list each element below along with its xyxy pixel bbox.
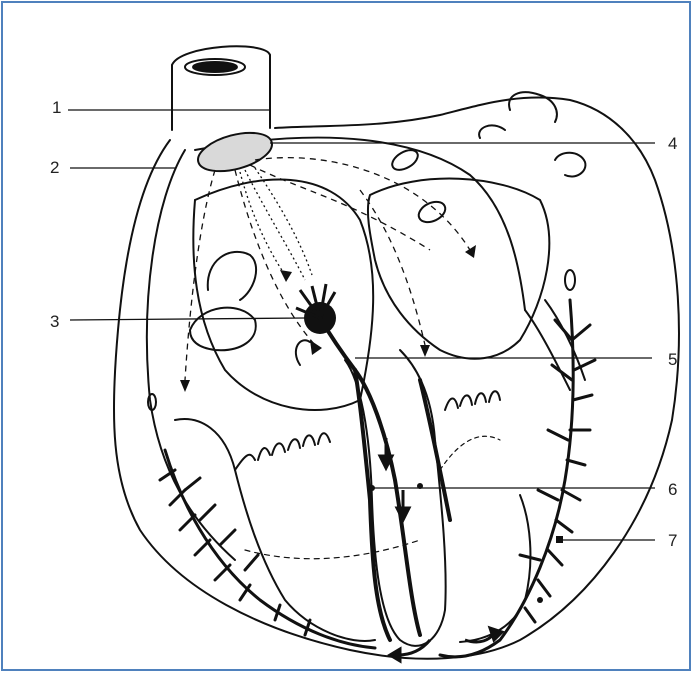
label-4: 4 [668,134,677,153]
label-3: 3 [50,312,59,331]
heart-outer-outline [114,98,679,659]
label-2: 2 [50,158,59,177]
atrioventricular-node [296,284,336,334]
label-1: 1 [52,98,61,117]
label-6: 6 [668,480,677,499]
purkinje-fibers-left [160,450,375,648]
left-bundle-branch [355,370,420,635]
label-7: 7 [668,531,677,550]
bundle-of-his [320,318,355,370]
purkinje-fibers-right [440,300,595,657]
label-5: 5 [668,350,677,369]
superior-vena-cava [172,46,270,130]
